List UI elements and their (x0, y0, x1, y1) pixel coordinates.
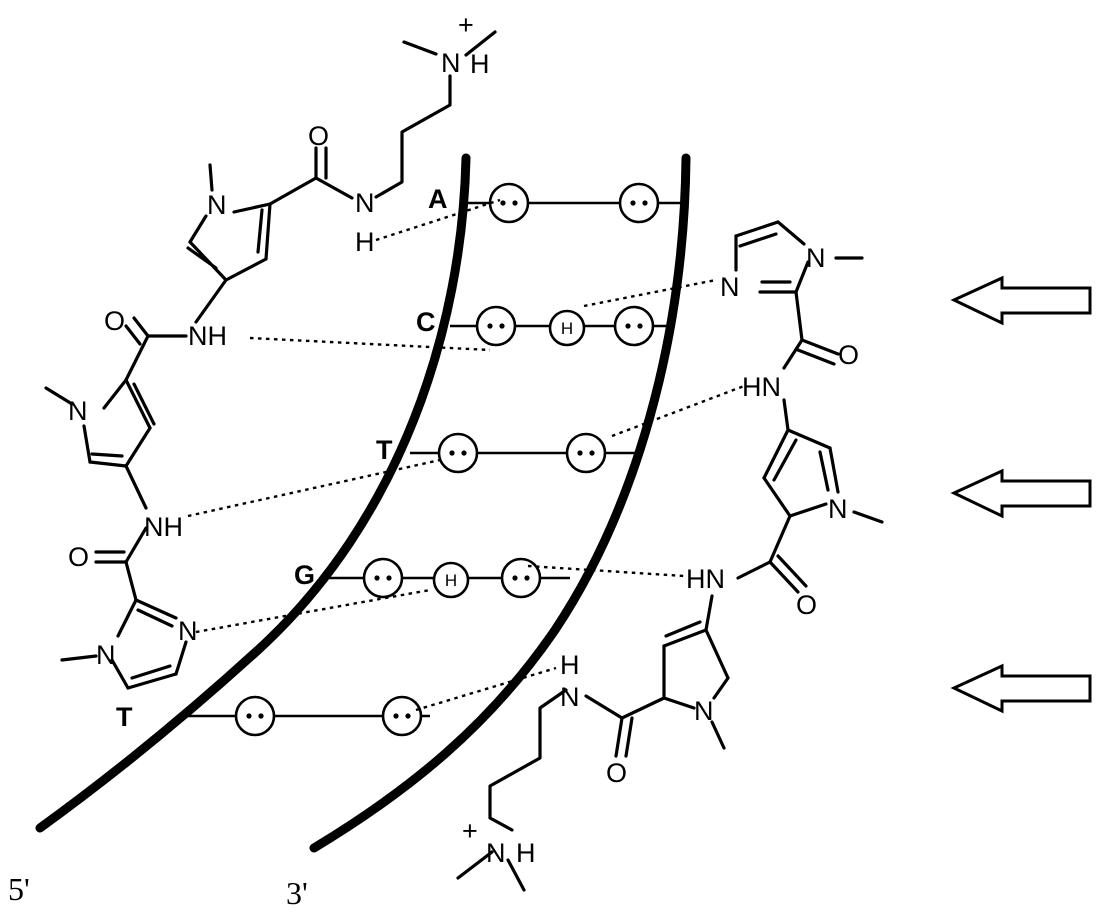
charge-label: + (462, 816, 478, 846)
atom-label: N (560, 682, 580, 712)
three-prime-label: 3' (286, 875, 308, 911)
left-arrow-icon (954, 278, 1090, 323)
base-pair-electron-circles (236, 184, 658, 735)
atom-label: O (796, 590, 817, 620)
atom-label: H (516, 838, 536, 868)
atom-label: N (441, 48, 461, 78)
atom-label: N (694, 696, 714, 726)
left-arrow-icon (954, 666, 1090, 711)
base-label: C (416, 307, 436, 337)
atom-label: O (104, 306, 125, 336)
atom-label: NH (188, 321, 227, 351)
atom-label: H (560, 650, 580, 680)
atom-label: N (720, 272, 740, 302)
atom-label: NH (144, 512, 183, 542)
atom-label: N (207, 190, 227, 220)
atom-label: N (486, 838, 506, 868)
base-label: G (294, 560, 315, 590)
base-label: T (116, 702, 133, 732)
atom-label: N (828, 494, 848, 524)
atom-label: O (606, 758, 627, 788)
atom-label: O (68, 542, 89, 572)
atom-label: N (96, 640, 116, 670)
atom-label: HN (686, 564, 725, 594)
left-arrow-icon (954, 471, 1090, 516)
atom-label: O (838, 340, 859, 370)
atom-label: O (308, 121, 329, 151)
atom-label: N (355, 188, 375, 218)
atom-label: N (806, 243, 826, 273)
charge-label: + (458, 10, 474, 40)
atom-label: H (355, 227, 375, 257)
base-label: T (376, 435, 393, 465)
atom-label: H (470, 49, 490, 79)
amino-h-label: H (445, 571, 457, 590)
atom-label: N (68, 396, 88, 426)
five-prime-label: 5' (8, 871, 30, 907)
atom-label: HN (742, 372, 781, 402)
base-pair-rungs (180, 203, 684, 716)
atom-label: N (178, 616, 198, 646)
arrows (954, 278, 1090, 711)
base-label: A (428, 184, 448, 214)
amino-h-label: H (561, 319, 573, 338)
